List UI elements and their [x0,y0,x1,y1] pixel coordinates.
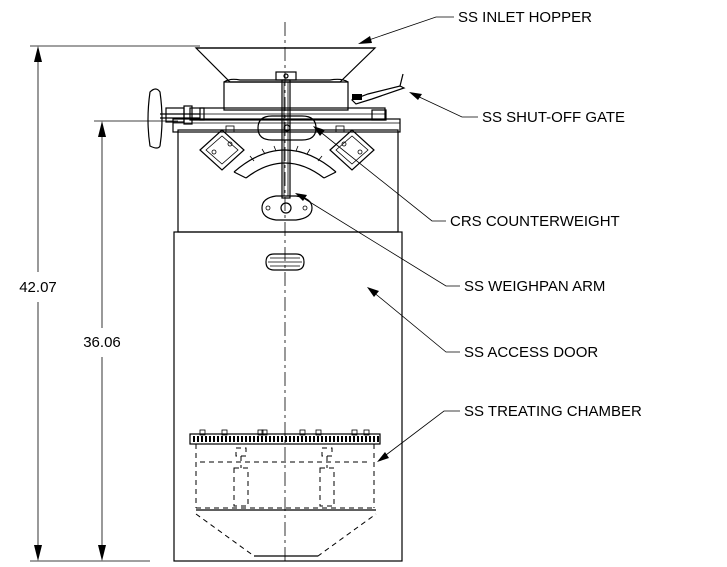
dimension-body-height: 36.06 [83,120,178,561]
callout-weighpan-arm: SS WEIGHPAN ARM [295,193,605,295]
chamber-ring-teeth [193,429,379,442]
machine-body [172,118,403,562]
callout-treating-chamber: SS TREATING CHAMBER [377,403,642,462]
right-bracket [329,125,375,171]
label-weighpan-arm: SS WEIGHPAN ARM [464,278,605,295]
label-access-door: SS ACCESS DOOR [464,344,598,361]
callout-inlet-hopper: SS INLET HOPPER [358,9,592,44]
weighpan-arm [261,71,313,221]
treating-chamber [189,429,381,557]
top-flange [172,118,401,133]
label-shutoff-gate: SS SHUT-OFF GATE [482,109,625,126]
label-counterweight: CRS COUNTERWEIGHT [450,213,620,230]
label-treating-chamber: SS TREATING CHAMBER [464,403,642,420]
dimension-overall-height-value: 42.07 [19,279,57,296]
dimension-body-height-value: 36.06 [83,334,121,351]
dimension-overall-height: 42.07 [19,45,200,562]
hand-wheel [147,88,200,149]
callout-counterweight: CRS COUNTERWEIGHT [313,126,620,230]
label-inlet-hopper: SS INLET HOPPER [458,9,592,26]
callout-shutoff-gate: SS SHUT-OFF GATE [409,92,625,126]
left-bracket [199,125,245,171]
access-door-handle [265,253,305,271]
shutoff-gate [350,73,406,105]
lower-section [173,231,403,562]
callout-access-door: SS ACCESS DOOR [367,287,598,361]
